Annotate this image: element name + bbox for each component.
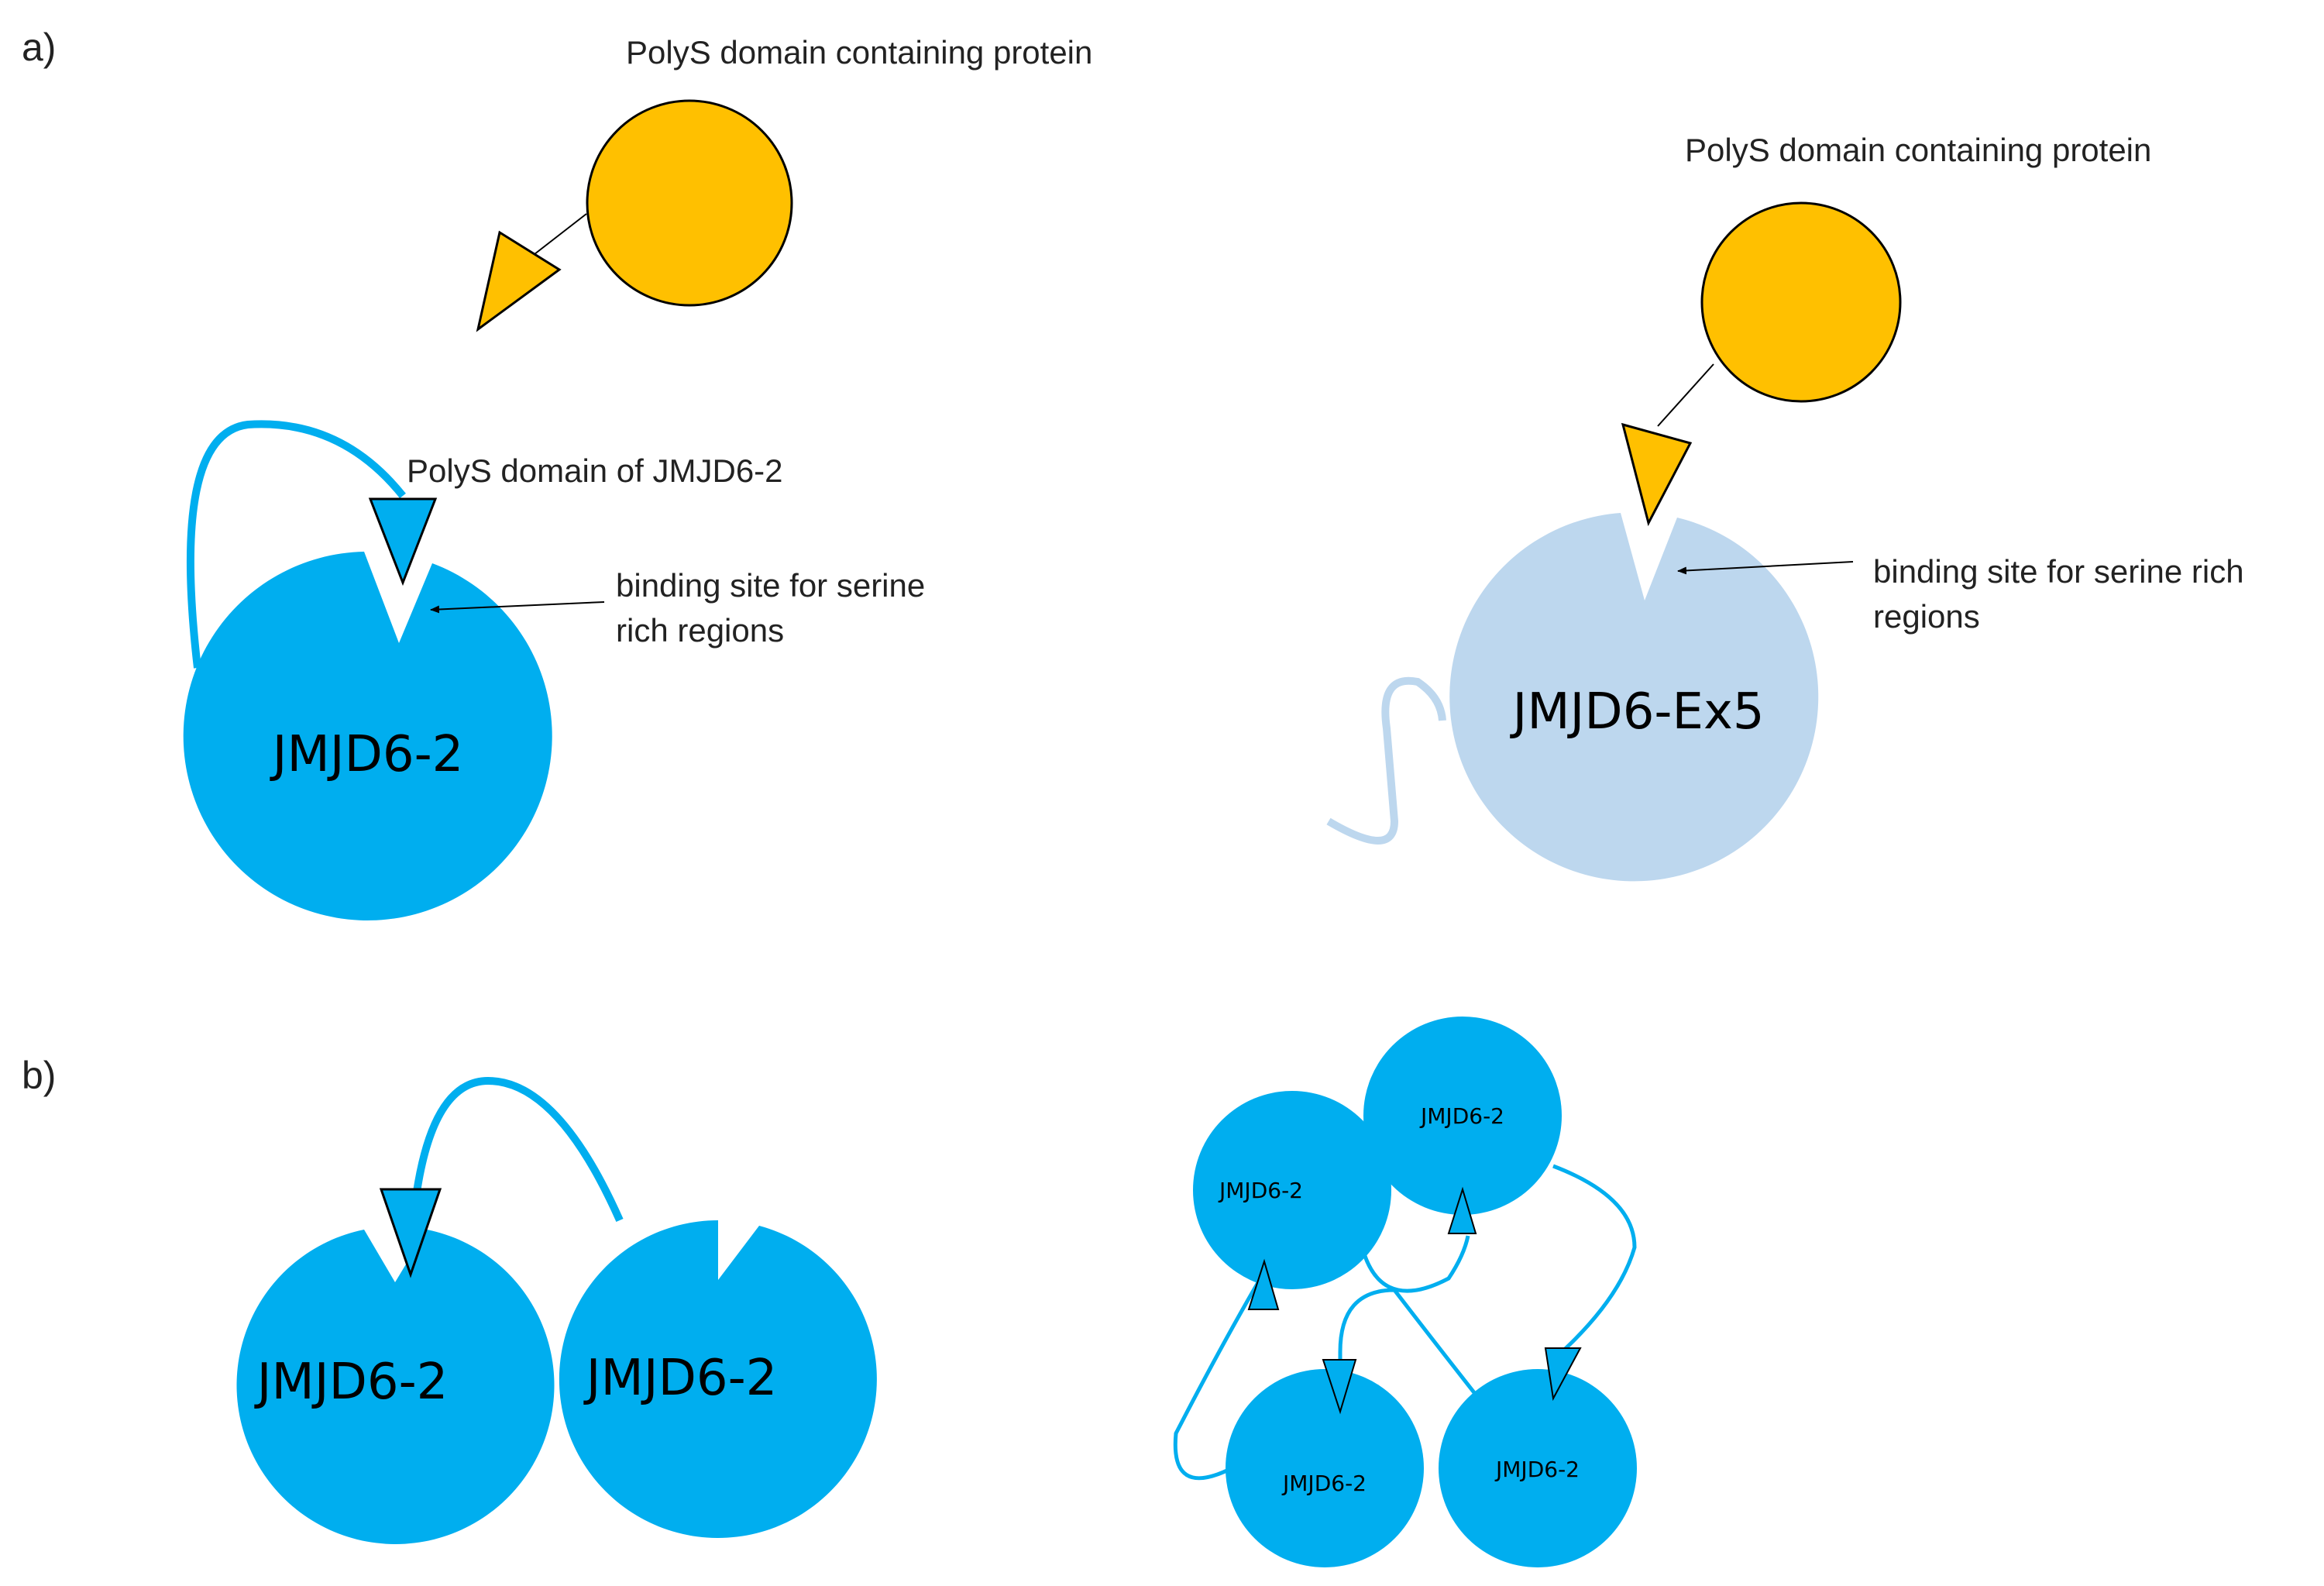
dimer-body-2 [559,1220,877,1538]
binding-site-label-right-2: regions [1873,598,1980,635]
panel-label-a: a) [22,26,56,69]
dimer-polys-triangle [379,1188,442,1278]
protein-label-a-right: JMJD6-Ex5 [1509,683,1764,741]
protein-label-b-left-2: JMJD6-2 [583,1350,778,1407]
polys-protein-label-left: PolyS domain containing protein [626,34,1092,71]
polys-protein-left [476,99,793,332]
jmjd6-ex5-protein: JMJD6-Ex5 [1326,513,1819,882]
dimer-tail [411,1076,624,1223]
jmjd6-2-protein-a: JMJD6-2 [183,420,552,920]
polys-domain-label: PolyS domain of JMJD6-2 [407,452,783,489]
binding-site-arrow-left [430,601,605,614]
binding-site-label-left-2: rich regions [616,612,784,649]
oligomer-unit-2 [1363,1017,1562,1215]
oligomer-unit-3 [1226,1369,1424,1567]
jmjd6-ex5-body [1449,513,1819,882]
oligomer-unit-1 [1193,1091,1391,1289]
protein-label-b-right-4: JMJD6-2 [1494,1457,1580,1482]
ex5-tail [1326,676,1446,845]
oligomer-unit-4 [1439,1369,1637,1567]
polys-domain-triangle-right [1621,422,1693,527]
polys-domain-jmjd6-2-triangle [368,497,438,587]
oligomer-group: JMJD6-2 JMJD6-2 JMJD6-2 JMJD6-2 [1173,1017,1637,1567]
panel-label-b: b) [22,1054,56,1097]
polys-tail-line [186,420,406,669]
binding-site-label-left-1: binding site for serine [616,567,925,604]
protein-label-a-left: JMJD6-2 [270,726,464,783]
binding-site-arrow-right [1677,561,1854,575]
protein-label-b-right-1: JMJD6-2 [1218,1178,1303,1203]
protein-label-b-right-3: JMJD6-2 [1281,1471,1367,1496]
binding-site-label-right-1: binding site for serine rich [1873,553,2244,590]
dimer-group: JMJD6-2 JMJD6-2 [236,1076,877,1544]
polys-protein-right [1621,201,1902,527]
protein-label-b-left-1: JMJD6-2 [254,1354,449,1411]
jmjd6-2-body [183,552,552,920]
polys-domain-triangle [476,230,562,332]
protein-label-b-right-2: JMJD6-2 [1419,1103,1504,1129]
polys-protein-label-right: PolyS domain containing protein [1685,132,2151,168]
dimer-body-1 [236,1230,555,1544]
